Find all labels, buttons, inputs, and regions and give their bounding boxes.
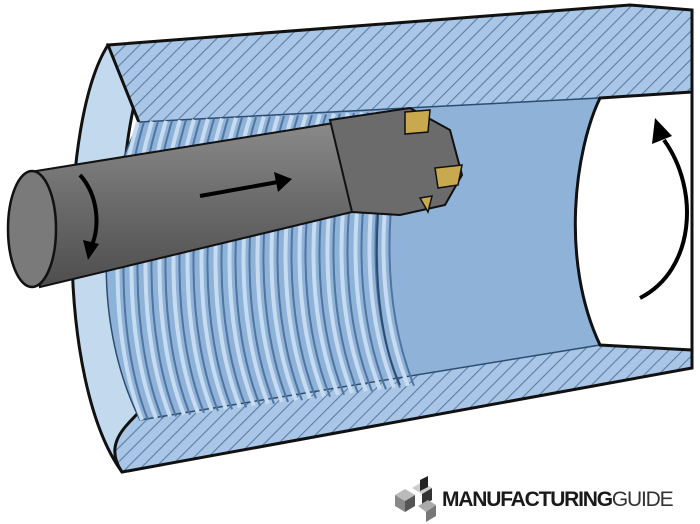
logo-text-bold: MANUFACTURING xyxy=(442,488,613,511)
cubes-logo-icon xyxy=(395,476,436,522)
cutting-insert xyxy=(418,195,434,214)
workpiece-rotation-arrow-icon xyxy=(639,118,689,300)
tool-shaft-end xyxy=(6,169,58,289)
bore-opening xyxy=(573,90,694,352)
logo-text-light: GUIDE xyxy=(611,488,674,511)
rotation-arrow-icon xyxy=(78,173,99,260)
cutting-insert xyxy=(434,164,463,189)
cutting-insert xyxy=(404,109,431,135)
feed-arrow-icon xyxy=(199,172,292,198)
